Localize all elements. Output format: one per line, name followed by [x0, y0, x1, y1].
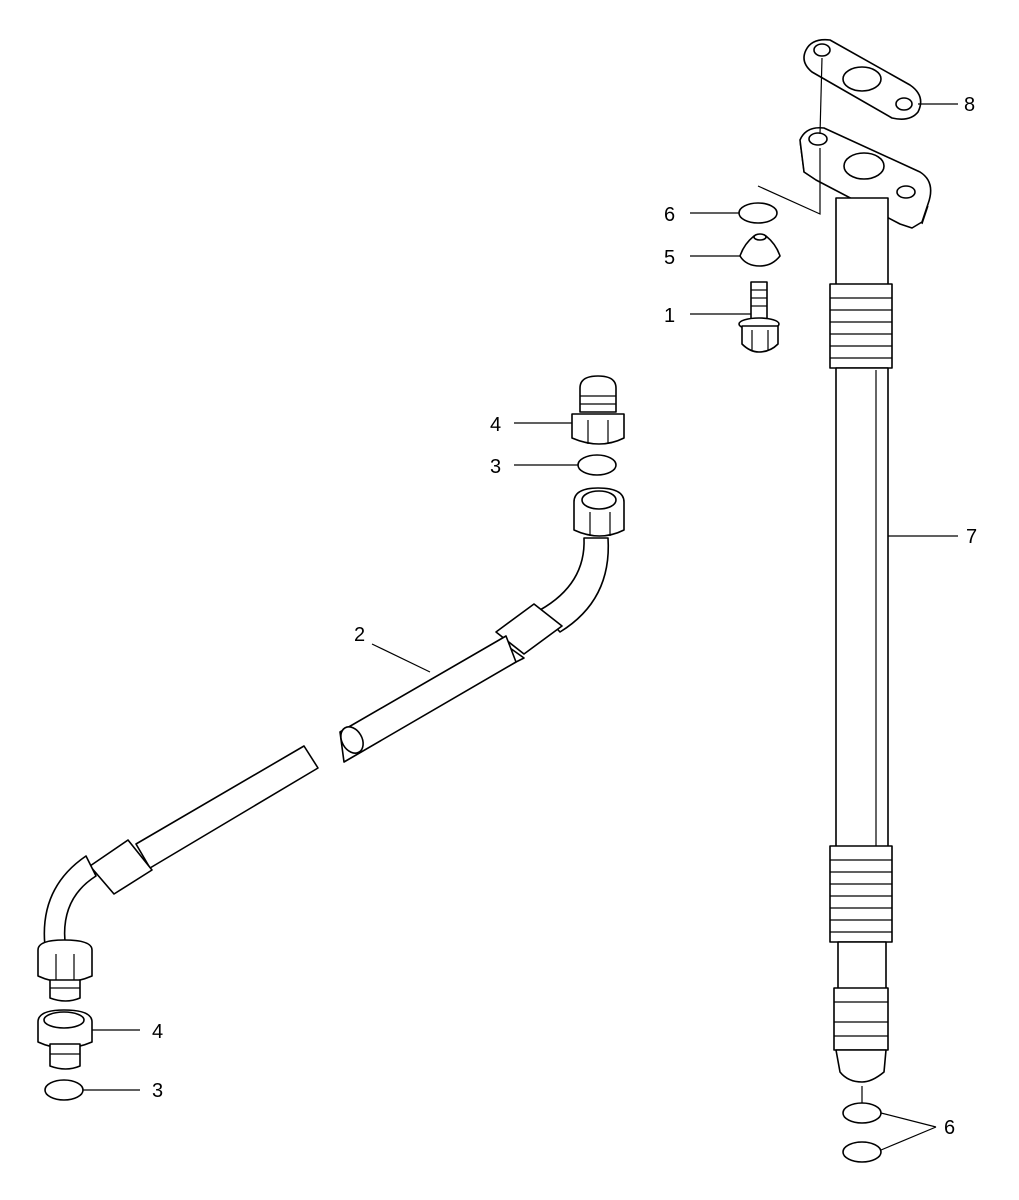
- callout-6-bottom: 6: [944, 1117, 955, 1139]
- callout-labels: 8 6 5 1 4 3 7 2 4 3 6: [152, 94, 977, 1139]
- leader-6-bottom-b: [880, 1126, 937, 1151]
- leader-2: [371, 643, 431, 673]
- leader-6-zigzag: [757, 148, 821, 215]
- pipe-part-7: [799, 126, 932, 1083]
- callout-8: 8: [964, 94, 975, 116]
- cone-washer-part-5: [739, 233, 781, 267]
- pipe-part-2: [37, 487, 625, 1002]
- callout-4-bottom: 4: [152, 1021, 163, 1043]
- o-rings-part-6-bottom: [842, 1086, 882, 1163]
- callout-1: 1: [664, 305, 675, 327]
- callout-7: 7: [966, 526, 977, 548]
- callout-6-top: 6: [664, 204, 675, 226]
- o-ring-part-3-top: [577, 454, 617, 476]
- leader-flange-to-gasket: [819, 57, 823, 135]
- o-ring-part-3-bottom: [44, 1079, 84, 1101]
- fitting-part-4-top: [571, 375, 625, 445]
- callout-5: 5: [664, 247, 675, 269]
- o-ring-part-6-top: [738, 202, 778, 224]
- callout-4-top: 4: [490, 414, 501, 436]
- fitting-part-4-bottom: [37, 1009, 93, 1070]
- callout-3-top: 3: [490, 456, 501, 478]
- callout-2: 2: [354, 624, 365, 646]
- leader-lines: [83, 57, 958, 1151]
- bolt-part-1: [738, 281, 780, 353]
- callout-3-bottom: 3: [152, 1080, 163, 1102]
- leader-6-bottom-a: [880, 1112, 937, 1128]
- gasket-part-8: [803, 38, 922, 120]
